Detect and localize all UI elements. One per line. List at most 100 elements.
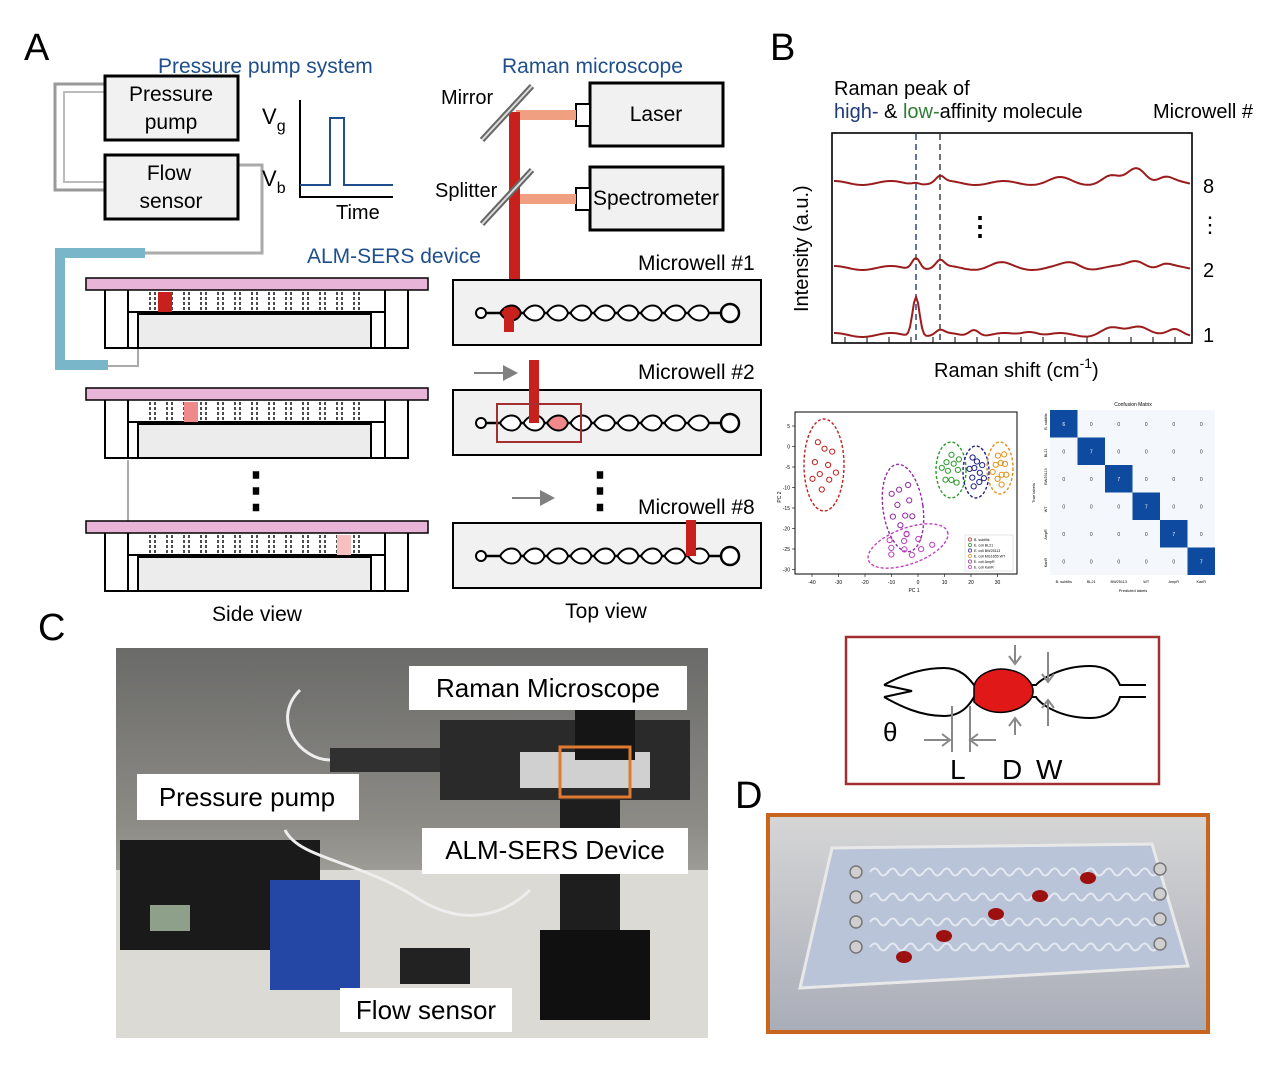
theta-label: θ bbox=[883, 717, 897, 747]
pca-point bbox=[915, 535, 922, 543]
top-view-microwell bbox=[616, 304, 640, 322]
microwell-pillar bbox=[285, 535, 292, 555]
pca-point bbox=[901, 537, 908, 545]
microwell-pillar bbox=[285, 402, 292, 422]
microwell-pillar bbox=[217, 535, 224, 555]
w-label: W bbox=[1036, 754, 1063, 785]
chip-serpentine-channel bbox=[869, 942, 1159, 952]
tubing-to-device bbox=[140, 163, 264, 255]
cm-cell bbox=[1077, 437, 1105, 465]
laser-spot bbox=[529, 360, 539, 423]
microwell-pillar bbox=[268, 402, 275, 422]
cm-cell bbox=[1160, 465, 1188, 493]
laser-label: Laser bbox=[630, 103, 683, 126]
tubing-gray-return bbox=[108, 345, 139, 367]
trace-label-dots: ⋮ bbox=[1199, 212, 1221, 237]
cm-cell bbox=[1077, 492, 1105, 520]
cm-cell-value: 7 bbox=[1172, 532, 1175, 538]
laser-beam-horizontal bbox=[516, 110, 576, 120]
panel-d: θ L D W bbox=[766, 635, 1210, 1034]
cm-cell bbox=[1105, 410, 1133, 438]
chip-lid bbox=[85, 277, 429, 291]
microwell-pillar bbox=[200, 292, 207, 312]
pca-point bbox=[954, 466, 962, 473]
inlet-port bbox=[475, 550, 487, 562]
photo-tube-rack bbox=[270, 880, 360, 990]
chip-outlet bbox=[1153, 912, 1167, 926]
spectra-dots: ⋮ bbox=[967, 211, 993, 241]
microwell-pillar bbox=[268, 292, 275, 312]
cm-cell bbox=[1160, 547, 1188, 575]
microwell-pillar bbox=[200, 535, 207, 555]
top-view-microwell bbox=[616, 414, 640, 432]
microwell-pillar bbox=[183, 292, 190, 312]
chip-droplet bbox=[988, 908, 1004, 920]
top-view-microwell bbox=[498, 547, 523, 565]
cm-row-label: B. subtilis bbox=[1044, 413, 1048, 429]
top-view-microwell bbox=[639, 414, 664, 432]
vb-label: Vb bbox=[262, 166, 286, 197]
pca-xtick-label: 30 bbox=[995, 580, 1001, 586]
spectrometer-beam bbox=[516, 194, 576, 204]
microwell-pillar bbox=[336, 402, 343, 422]
device-callout-bg bbox=[422, 828, 688, 874]
cm-cell-value: 0 bbox=[1090, 532, 1093, 538]
pca-point bbox=[942, 476, 949, 483]
laser-port bbox=[575, 103, 591, 127]
cm-cell-value: 0 bbox=[1200, 477, 1203, 483]
cm-cell bbox=[1105, 520, 1133, 548]
cm-row-label: BW25113 bbox=[1044, 468, 1048, 484]
cm-cell-value: 0 bbox=[1145, 559, 1148, 565]
chip-inlet bbox=[849, 915, 863, 929]
chip-cavity bbox=[137, 423, 372, 459]
pca-ytick-label: -30 bbox=[783, 568, 790, 574]
cm-cell-value: 0 bbox=[1200, 422, 1203, 428]
cm-cell bbox=[1050, 520, 1078, 548]
arrow-right-2 bbox=[512, 490, 555, 506]
cm-cell-value: 0 bbox=[1117, 449, 1120, 455]
pca-point bbox=[1003, 471, 1010, 478]
top-view-microwell bbox=[663, 547, 687, 565]
photo-tubing bbox=[283, 688, 532, 917]
cm-cell-value: 0 bbox=[1062, 532, 1065, 538]
pca-ylabel: PC 2 bbox=[777, 491, 783, 502]
cm-col-label: BL21 bbox=[1087, 580, 1096, 584]
trace-label-1: 1 bbox=[1203, 325, 1214, 347]
microwell-pillar bbox=[149, 402, 156, 422]
chip-outlet bbox=[1153, 937, 1167, 951]
cm-row-label: AmpR bbox=[1044, 529, 1048, 540]
pca-ytick-label: -5 bbox=[786, 465, 791, 471]
pca-point bbox=[969, 474, 976, 481]
cm-cell-value: 0 bbox=[1145, 449, 1148, 455]
pca-point bbox=[973, 458, 981, 465]
microwell-pillar bbox=[234, 292, 241, 312]
microwell-pillar bbox=[166, 402, 173, 422]
pca-legend-marker bbox=[968, 537, 972, 542]
pca-point bbox=[998, 481, 1005, 488]
pca-point bbox=[816, 471, 823, 478]
chip-inlet bbox=[849, 890, 863, 904]
cm-cell-value: 0 bbox=[1117, 559, 1120, 565]
pca-legend-marker bbox=[968, 559, 972, 564]
cm-cell-value: 0 bbox=[1117, 504, 1120, 510]
pca-ytick-label: -10 bbox=[783, 486, 790, 492]
cm-cell-value: 0 bbox=[1200, 449, 1203, 455]
cm-cell bbox=[1050, 492, 1078, 520]
cm-row-label: KanR bbox=[1044, 557, 1048, 567]
pca-legend-marker bbox=[968, 543, 972, 547]
chip-droplet bbox=[1032, 890, 1048, 902]
pca-point bbox=[901, 546, 908, 553]
top-view-microwell bbox=[545, 547, 570, 565]
flow-sensor-label-1: Flow bbox=[147, 162, 192, 185]
cm-cell bbox=[1077, 547, 1105, 575]
top-view-microwell bbox=[663, 414, 687, 432]
pca-point bbox=[994, 475, 1001, 482]
cm-cell-value: 0 bbox=[1172, 477, 1175, 483]
microwell-pillar bbox=[217, 402, 224, 422]
pca-legend-marker bbox=[968, 548, 972, 553]
cm-cell-value: 6 bbox=[1062, 422, 1065, 428]
cm-col-label: BW25113 bbox=[1111, 580, 1127, 584]
chip-lid bbox=[85, 520, 429, 534]
